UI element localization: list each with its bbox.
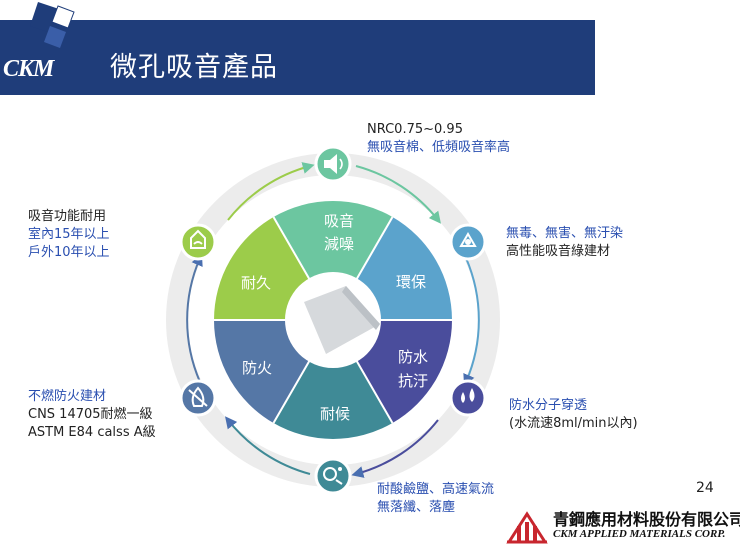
- annotation-durable-line3: 戶外10年以上: [28, 245, 110, 260]
- annotation-acoustic-line1: NRC0.75~0.95: [367, 122, 463, 137]
- annotation-durable: 吸音功能耐用 室內15年以上 戶外10年以上: [28, 208, 110, 262]
- annotation-durable-line2: 室內15年以上: [28, 227, 110, 242]
- page-title: 微孔吸音產品: [110, 52, 278, 83]
- annotation-weather-line1: 耐酸鹼鹽、高速氣流: [377, 482, 495, 497]
- arc-arrow-4: [225, 416, 311, 475]
- ckm-logo-mark: [0, 0, 78, 95]
- label-acoustic-2: 減噪: [324, 235, 354, 253]
- label-acoustic-1: 吸音: [324, 212, 354, 230]
- company-logo: 青鋼應用材料股份有限公司 CKM APPLIED MATERIALS CORP.: [505, 506, 740, 546]
- annotation-acoustic: NRC0.75~0.95 無吸音棉、低頻吸音率高: [367, 121, 510, 157]
- segment-acoustic: [273, 201, 393, 320]
- label-fire: 防火: [242, 359, 272, 377]
- arc-arrow-2: [463, 257, 480, 387]
- recycle-icon: [449, 223, 487, 261]
- annotation-fire-line3: ASTM E84 calss A級: [28, 425, 156, 440]
- annotation-fire: 不燃防火建材 CNS 14705耐燃一級 ASTM E84 calss A級: [28, 388, 156, 442]
- arc-arrow-3: [351, 419, 439, 478]
- label-waterproof-2: 抗汙: [398, 372, 428, 390]
- annotation-durable-line1: 吸音功能耐用: [28, 209, 107, 224]
- segment-weather: [273, 320, 393, 439]
- header-bar: [0, 20, 595, 95]
- annotation-waterproof-line1: 防水分子穿透: [509, 398, 588, 413]
- annotation-acoustic-line2: 無吸音棉、低頻吸音率高: [367, 140, 511, 155]
- label-eco: 環保: [396, 273, 426, 291]
- arc-arrow-5: [186, 253, 203, 383]
- company-name-en: CKM APPLIED MATERIALS CORP.: [553, 528, 726, 540]
- water-drops-icon: [449, 379, 487, 417]
- speaker-icon: [314, 145, 352, 183]
- annotation-fire-line2: CNS 14705耐燃一級: [28, 407, 153, 422]
- annotation-eco-line2: 高性能吸音綠建材: [506, 244, 611, 259]
- annotation-waterproof: 防水分子穿透 (水流速8ml/min以內): [509, 397, 638, 433]
- fire-icon: [179, 379, 217, 417]
- annotation-eco-line1: 無毒、無害、無汙染: [506, 226, 624, 241]
- company-mark-icon: [506, 511, 548, 544]
- company-name-zh: 青鋼應用材料股份有限公司: [553, 510, 740, 529]
- annotation-weather-line2: 無落纖、落塵: [377, 500, 456, 515]
- annotation-weather: 耐酸鹼鹽、高速氣流 無落纖、落塵: [377, 481, 494, 517]
- arc-arrow-6: [227, 162, 315, 221]
- weather-icon: [314, 457, 352, 495]
- label-durable: 耐久: [241, 274, 271, 292]
- logo-text: CKM: [3, 56, 54, 82]
- page-number: 24: [696, 480, 714, 496]
- arc-arrow-1: [355, 165, 441, 224]
- annotation-eco: 無毒、無害、無汙染 高性能吸音綠建材: [506, 225, 623, 261]
- label-weather: 耐候: [320, 405, 350, 423]
- annotation-fire-line1: 不燃防火建材: [28, 389, 107, 404]
- annotation-waterproof-line2: (水流速8ml/min以內): [509, 416, 638, 431]
- label-waterproof-1: 防水: [398, 348, 428, 366]
- durable-icon: [179, 223, 217, 261]
